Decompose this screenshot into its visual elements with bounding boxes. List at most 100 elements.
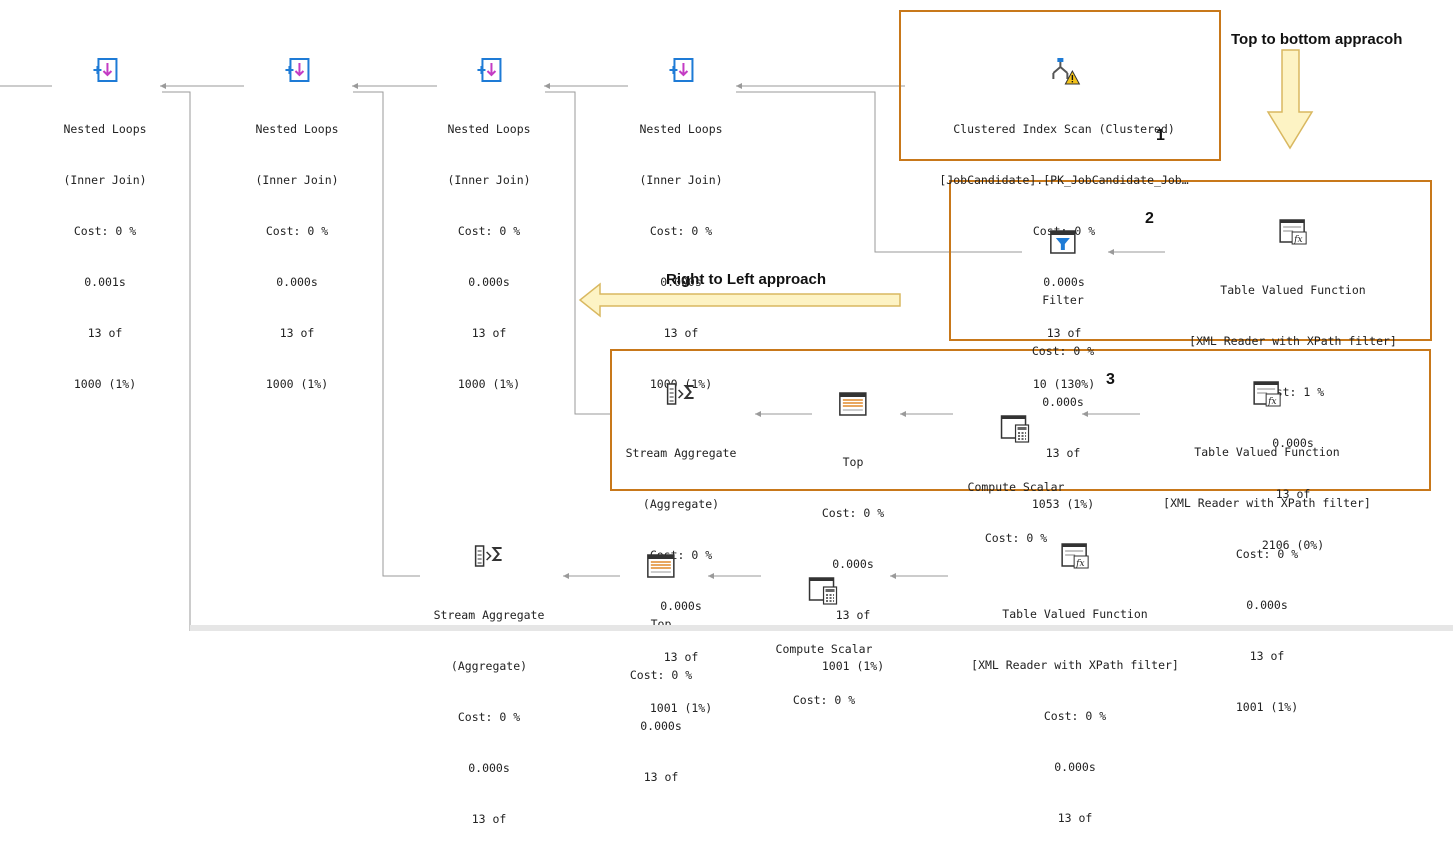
node-rows: 13 of — [471, 812, 507, 826]
node-name: Nested Loops — [63, 122, 147, 136]
node-est: 1000 (1%) — [265, 377, 329, 391]
node-rows: 13 of — [1249, 649, 1285, 663]
nested-loops-node-3[interactable]: Nested Loops (Inner Join) Cost: 0 % 0.00… — [447, 22, 531, 427]
node-rows: 13 of — [1057, 811, 1093, 825]
node-name: Nested Loops — [255, 122, 339, 136]
node-cost: Cost: 0 % — [984, 531, 1048, 545]
plan-connectors — [0, 49, 1314, 631]
node-time: 0.000s — [1272, 436, 1314, 450]
node-rows: 13 of — [835, 608, 871, 622]
table-valued-function-icon: fx — [1253, 381, 1281, 407]
node-sub: (Inner Join) — [639, 173, 723, 187]
node-name: Compute Scalar — [775, 642, 873, 656]
node-sub: [XML Reader with XPath filter] — [1163, 496, 1371, 510]
node-time: 0.000s — [468, 275, 510, 289]
nested-loops-node-1[interactable]: Nested Loops (Inner Join) Cost: 0 % 0.00… — [63, 22, 147, 427]
execution-plan-canvas[interactable]: Top to bottom appracoh Right to Left app… — [0, 0, 1453, 826]
filter-node[interactable]: Filter Cost: 0 % 0.000s 13 of 1053 (1%) — [1032, 193, 1094, 547]
node-name: Clustered Index Scan (Clustered) — [953, 122, 1175, 136]
node-est: 1001 (1%) — [1235, 700, 1299, 714]
compute-scalar-node-1[interactable]: Compute Scalar Cost: 0 % — [967, 380, 1065, 581]
node-name: Nested Loops — [447, 122, 531, 136]
node-sub: (Inner Join) — [63, 173, 147, 187]
node-time: 0.000s — [1042, 395, 1084, 409]
top-icon — [647, 554, 675, 578]
left-arrow-icon — [578, 282, 901, 318]
node-time: 0.000s — [660, 275, 702, 289]
top-to-bottom-label: Top to bottom appracoh — [1231, 31, 1403, 48]
node-time: 0.001s — [84, 275, 126, 289]
node-est: 1000 (1%) — [73, 377, 137, 391]
svg-text:fx: fx — [1293, 235, 1302, 245]
table-valued-function-icon: fx — [1061, 543, 1089, 569]
node-cost: Cost: 0 % — [457, 224, 521, 238]
nested-loops-node-4[interactable]: Nested Loops (Inner Join) Cost: 0 % 0.00… — [639, 22, 723, 427]
node-cost: Cost: 0 % — [1235, 547, 1299, 561]
node-rows: 13 of — [87, 326, 123, 340]
node-time: 0.000s — [660, 599, 702, 613]
node-sub: [XML Reader with XPath filter] — [1189, 334, 1397, 348]
down-arrow-icon — [1266, 49, 1314, 150]
table-valued-function-node-2[interactable]: fx Table Valued Function [XML Reader wit… — [1163, 345, 1371, 750]
table-valued-function-node-3[interactable]: fx Table Valued Function [XML Reader wit… — [971, 507, 1179, 861]
node-rows: 13 of — [471, 326, 507, 340]
compute-scalar-node-2[interactable]: Compute Scalar Cost: 0 % — [775, 542, 873, 743]
nested-loops-icon — [285, 58, 309, 82]
nested-loops-icon — [477, 58, 501, 82]
compute-scalar-icon — [1001, 415, 1030, 443]
box-1-number: 1 — [1156, 127, 1165, 144]
highlight-box-3 — [610, 349, 1431, 491]
node-name: Table Valued Function — [1002, 607, 1148, 621]
node-cost: Cost: 0 % — [629, 668, 693, 682]
node-time: 0.000s — [1246, 598, 1288, 612]
node-cost: Cost: 0 % — [73, 224, 137, 238]
node-sub: [JobCandidate].[PK_JobCandidate_Job… — [939, 173, 1189, 187]
stream-aggregate-icon — [475, 545, 502, 567]
clustered-index-scan-node[interactable]: Clustered Index Scan (Clustered) [JobCan… — [939, 22, 1189, 427]
node-sub: [XML Reader with XPath filter] — [971, 658, 1179, 672]
node-name: Stream Aggregate — [625, 446, 737, 460]
node-cost: Cost: 0 % — [821, 506, 885, 520]
node-name: Stream Aggregate — [433, 608, 545, 622]
nested-loops-node-2[interactable]: Nested Loops (Inner Join) Cost: 0 % 0.00… — [255, 22, 339, 427]
stream-aggregate-node-2[interactable]: Stream Aggregate (Aggregate) Cost: 0 % 0… — [433, 508, 545, 862]
node-sub: (Inner Join) — [447, 173, 531, 187]
top-icon — [839, 392, 867, 416]
node-sub: (Inner Join) — [255, 173, 339, 187]
node-cost: Cost: 0 % — [1043, 709, 1107, 723]
clustered-index-scan-warning-icon — [1052, 58, 1080, 85]
node-rows: 13 of — [1045, 446, 1081, 460]
table-valued-function-icon: fx — [1279, 219, 1307, 245]
table-valued-function-node-1[interactable]: fx Table Valued Function [XML Reader wit… — [1189, 183, 1397, 588]
top-node-2[interactable]: Top Cost: 0 % 0.000s 13 of — [630, 517, 692, 820]
node-rows: 13 of — [643, 770, 679, 784]
node-est: 1053 (1%) — [1031, 497, 1095, 511]
node-time: 0.000s — [1054, 760, 1096, 774]
stream-aggregate-icon — [667, 383, 694, 405]
node-cost: Cost: 0 % — [792, 693, 856, 707]
svg-text:fx: fx — [1075, 559, 1084, 569]
svg-text:fx: fx — [1267, 397, 1276, 407]
node-rows: 13 of — [1275, 487, 1311, 501]
node-time: 0.000s — [640, 719, 682, 733]
node-cost: Cost: 0 % — [457, 710, 521, 724]
node-est: 1000 (1%) — [457, 377, 521, 391]
node-time: 0.000s — [1043, 275, 1085, 289]
node-name: Compute Scalar — [967, 480, 1065, 494]
node-name: Top — [842, 455, 864, 469]
node-cost: Cost: 0 % — [649, 224, 713, 238]
nested-loops-icon — [669, 58, 693, 82]
box-2-number: 2 — [1145, 210, 1154, 227]
node-cost: Cost: 0 % — [1031, 344, 1095, 358]
horizontal-scrollbar[interactable] — [190, 625, 1453, 631]
node-cost: Cost: 0 % — [265, 224, 329, 238]
node-name: Filter — [1042, 293, 1084, 307]
right-to-left-label: Right to Left approach — [666, 271, 826, 288]
node-time: 0.000s — [468, 761, 510, 775]
node-est: 10 (130%) — [1032, 377, 1096, 391]
node-rows: 13 of — [663, 326, 699, 340]
filter-icon — [1050, 230, 1076, 254]
highlight-box-2 — [949, 180, 1432, 341]
node-rows: 13 of — [1046, 326, 1082, 340]
node-name: Table Valued Function — [1220, 283, 1366, 297]
